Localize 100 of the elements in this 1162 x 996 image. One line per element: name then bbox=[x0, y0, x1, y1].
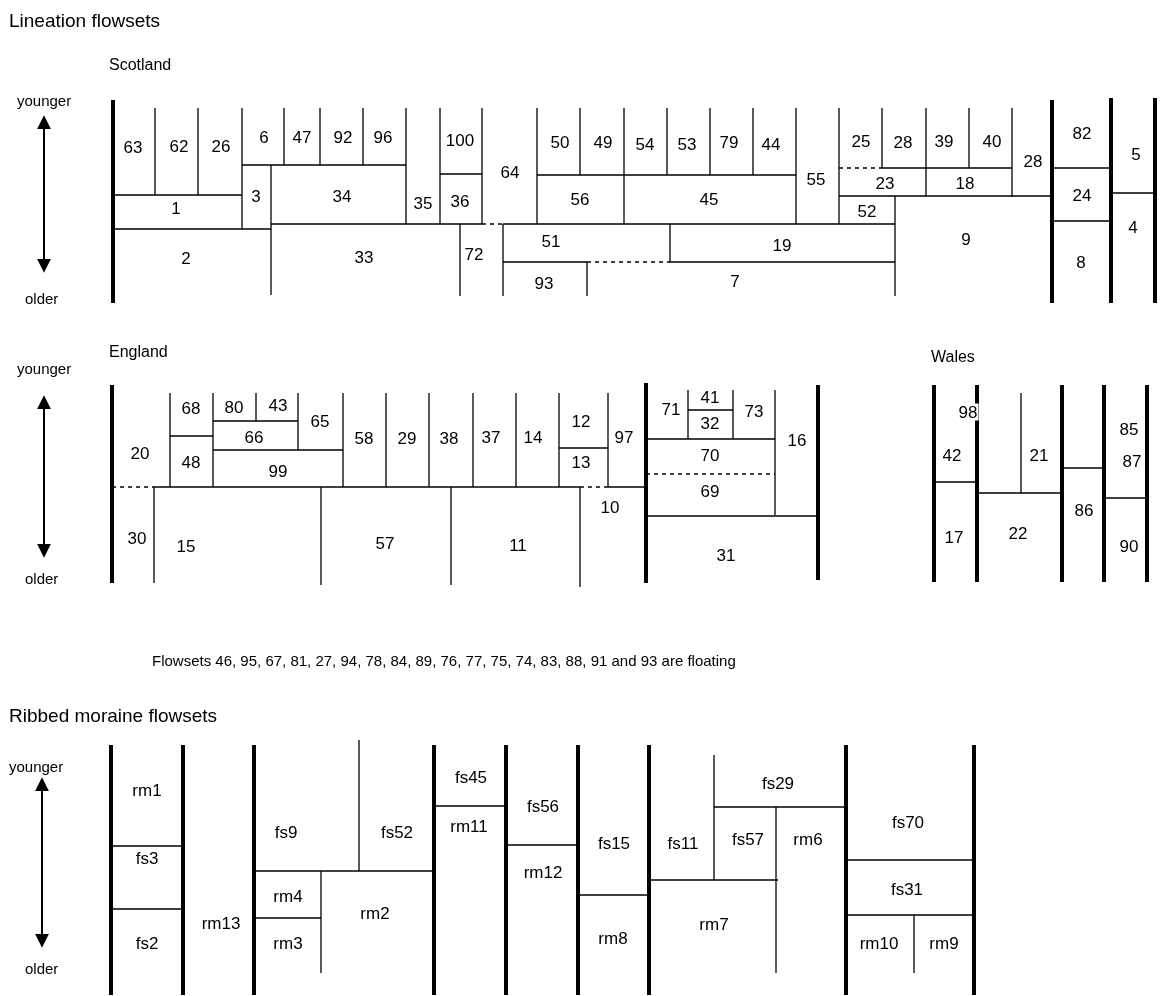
flowset-number: rm2 bbox=[359, 904, 391, 922]
flowset-number: rm12 bbox=[522, 863, 564, 881]
flowset-number: 41 bbox=[699, 388, 721, 406]
flowset-number: rm9 bbox=[928, 934, 960, 952]
flowset-number: rm3 bbox=[272, 934, 304, 952]
flowset-number: 36 bbox=[449, 192, 471, 210]
flowset-number: 11 bbox=[508, 536, 528, 554]
flowset-number: fs15 bbox=[596, 834, 632, 852]
note-text: Flowsets 46, 95, 67, 81, 27, 94, 78, 84, 89, 76, 77, 75, 74, 83, 88, 91 and 93 are floating bbox=[151, 652, 737, 668]
flowset-number: 12 bbox=[570, 412, 592, 430]
flowset-number: 24 bbox=[1071, 186, 1093, 204]
flowset-number: 16 bbox=[786, 431, 808, 449]
flowset-number: 92 bbox=[332, 128, 354, 146]
flowset-number: 37 bbox=[480, 428, 502, 446]
flowset-number: 42 bbox=[941, 446, 963, 464]
flowset-number: fs31 bbox=[889, 880, 925, 898]
flowset-number: 26 bbox=[210, 137, 232, 155]
region-name: Scotland bbox=[108, 57, 173, 73]
flowset-number: 28 bbox=[1022, 152, 1044, 170]
flowset-number: rm7 bbox=[698, 915, 730, 933]
flowset-number: fs29 bbox=[760, 774, 796, 792]
flowset-number: 17 bbox=[943, 528, 965, 546]
flowset-number: 18 bbox=[954, 174, 976, 192]
flowset-number: fs45 bbox=[453, 768, 489, 786]
flowset-number: 35 bbox=[412, 194, 434, 212]
flowset-number: 4 bbox=[1127, 218, 1139, 236]
flowset-number: rm4 bbox=[272, 887, 304, 905]
flowset-number: 5 bbox=[1130, 145, 1142, 163]
flowset-number: fs2 bbox=[134, 934, 160, 952]
flowset-number: 63 bbox=[122, 138, 144, 156]
flowset-number: fs56 bbox=[525, 797, 561, 815]
flowset-number: 33 bbox=[353, 248, 375, 266]
flowset-number: 31 bbox=[715, 546, 737, 564]
flowset-number: rm6 bbox=[792, 830, 824, 848]
flowset-number: 22 bbox=[1007, 524, 1029, 542]
flowset-number: fs3 bbox=[134, 849, 160, 867]
flowset-number: rm1 bbox=[131, 781, 163, 799]
flowset-number: 54 bbox=[634, 135, 656, 153]
flowset-number: 40 bbox=[981, 132, 1003, 150]
axis-label: older bbox=[24, 570, 60, 586]
flowset-number: 53 bbox=[676, 135, 698, 153]
flowset-number: 79 bbox=[718, 133, 740, 151]
flowset-number: 49 bbox=[592, 133, 614, 151]
flowset-number: 71 bbox=[660, 400, 682, 418]
flowset-number: fs11 bbox=[666, 834, 700, 852]
flowset-number: 23 bbox=[874, 174, 896, 192]
flowset-number: rm10 bbox=[858, 934, 900, 952]
flowset-number: 98 bbox=[957, 403, 979, 421]
axis-label: older bbox=[24, 960, 60, 976]
flowset-number: 62 bbox=[168, 137, 190, 155]
flowset-number: 64 bbox=[499, 163, 521, 181]
flowset-number: 39 bbox=[933, 132, 955, 150]
flowset-number: 66 bbox=[243, 428, 265, 446]
flowset-number: 45 bbox=[698, 190, 720, 208]
flowset-number: 3 bbox=[250, 187, 262, 205]
flowset-number: 28 bbox=[892, 133, 914, 151]
flowset-number: 65 bbox=[309, 412, 331, 430]
flowset-number: 32 bbox=[699, 414, 721, 432]
flowset-number: 58 bbox=[353, 429, 375, 447]
flowset-number: 51 bbox=[540, 232, 562, 250]
flowset-number: 2 bbox=[180, 249, 192, 267]
flowset-number: 70 bbox=[699, 446, 721, 464]
flowset-number: 80 bbox=[223, 398, 245, 416]
flowset-number: 43 bbox=[267, 396, 289, 414]
flowset-number: 30 bbox=[126, 529, 148, 547]
axis-label: older bbox=[24, 290, 60, 306]
flowset-number: 82 bbox=[1071, 124, 1093, 142]
flowset-number: rm11 bbox=[449, 817, 489, 835]
flowset-number: fs57 bbox=[730, 830, 766, 848]
flowset-number: 90 bbox=[1118, 537, 1140, 555]
flowset-number: 55 bbox=[805, 170, 827, 188]
flowset-number: 25 bbox=[850, 132, 872, 150]
flowset-number: 38 bbox=[438, 429, 460, 447]
flowset-number: 13 bbox=[570, 453, 592, 471]
flowset-number: 73 bbox=[743, 402, 765, 420]
flowset-number: 21 bbox=[1028, 446, 1050, 464]
flowset-number: 48 bbox=[180, 453, 202, 471]
flowset-number: 87 bbox=[1121, 452, 1143, 470]
flowset-number: 97 bbox=[613, 428, 635, 446]
flowset-number: 34 bbox=[331, 187, 353, 205]
flowset-number: 69 bbox=[699, 482, 721, 500]
flowset-number: 50 bbox=[549, 133, 571, 151]
region-name: Wales bbox=[930, 349, 976, 365]
flowset-number: 47 bbox=[291, 128, 313, 146]
flowset-number: 9 bbox=[960, 230, 972, 248]
flowset-number: 44 bbox=[760, 135, 782, 153]
flowset-number: 8 bbox=[1075, 253, 1087, 271]
flowset-number: 68 bbox=[180, 399, 202, 417]
flowset-number: fs70 bbox=[890, 813, 926, 831]
flowset-number: rm13 bbox=[200, 914, 242, 932]
flowset-number: 10 bbox=[599, 498, 621, 516]
flowset-number: 85 bbox=[1118, 420, 1140, 438]
flowset-number: 56 bbox=[569, 190, 591, 208]
flowset-number: 19 bbox=[771, 236, 793, 254]
flowset-number: 52 bbox=[856, 202, 878, 220]
flowset-number: fs52 bbox=[379, 823, 415, 841]
flowset-number: 6 bbox=[258, 128, 270, 146]
flowset-number: 15 bbox=[175, 537, 197, 555]
flowset-number: rm8 bbox=[597, 929, 629, 947]
flowset-number: 93 bbox=[533, 274, 555, 292]
